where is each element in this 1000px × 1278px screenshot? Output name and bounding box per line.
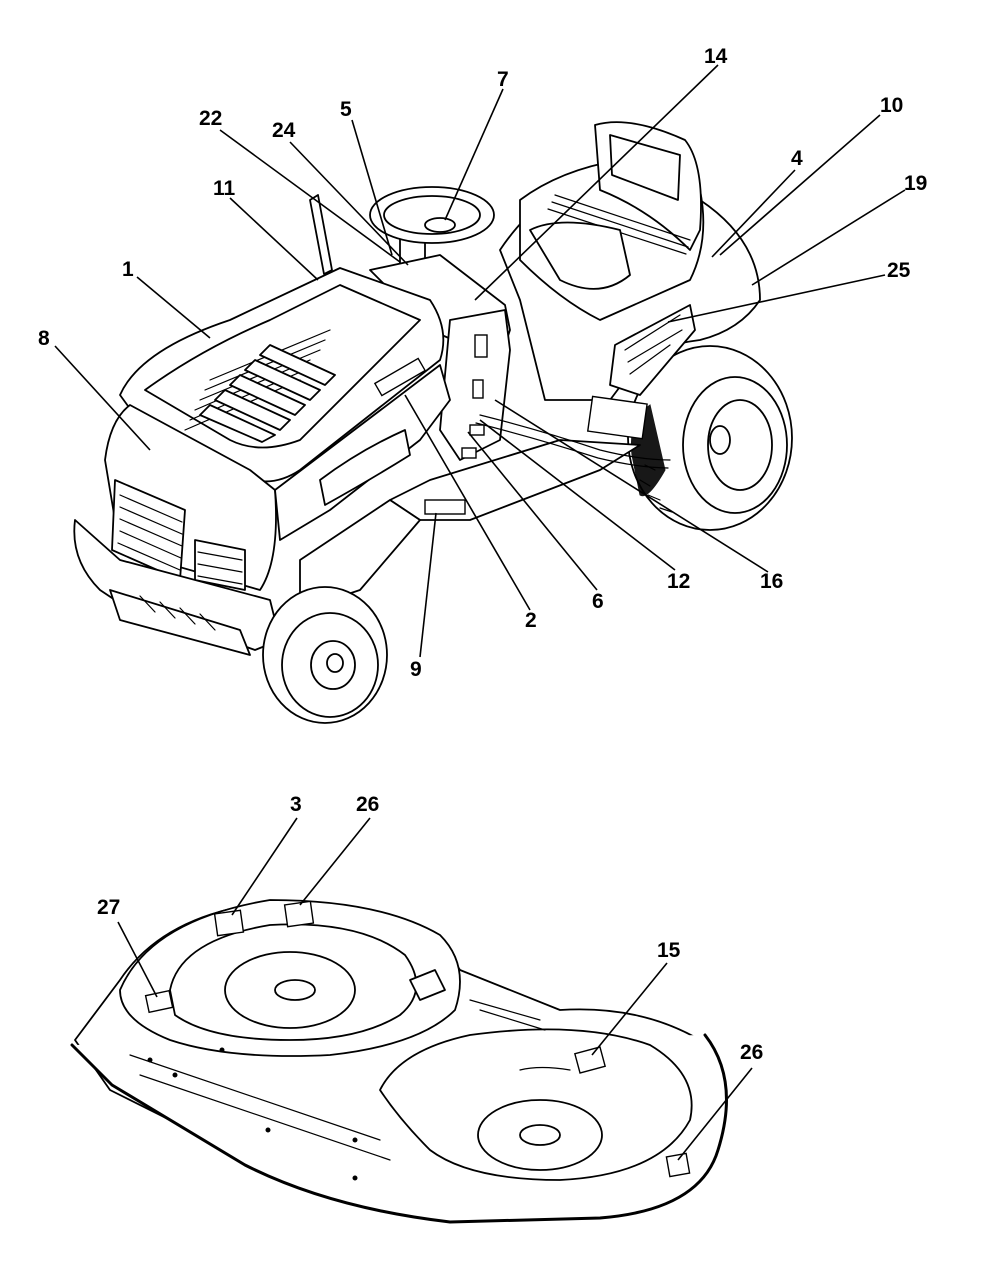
callout-4: 4	[791, 147, 803, 170]
rear-wheel	[627, 345, 793, 531]
seat	[519, 121, 705, 321]
footrest-decal	[424, 499, 466, 515]
deck-decal-26b	[665, 1152, 691, 1178]
callout-11: 11	[213, 177, 236, 200]
deck-decal-27	[144, 989, 174, 1014]
deck-decal-15	[573, 1046, 607, 1074]
callout-6: 6	[592, 590, 604, 613]
cable	[479, 414, 671, 461]
callout-9: 9	[410, 658, 422, 681]
deck-decal-3	[213, 909, 245, 937]
deck-decal-26a	[283, 900, 315, 928]
callout-26-bottom: 26	[740, 1041, 763, 1064]
callout-22: 22	[199, 107, 222, 130]
callout-10: 10	[880, 94, 903, 117]
tractor-illustration	[73, 121, 793, 724]
deck-callouts: 3 26 27 15 26	[97, 793, 763, 1161]
callout-26-top: 26	[356, 793, 379, 816]
callout-7: 7	[497, 68, 509, 91]
callout-24: 24	[272, 119, 296, 142]
steering	[369, 186, 495, 321]
callout-3: 3	[290, 793, 302, 816]
callout-8: 8	[38, 327, 50, 350]
callout-5: 5	[340, 98, 352, 121]
callout-16: 16	[760, 570, 783, 593]
deck-illustration	[70, 899, 728, 1224]
fender-decal	[586, 304, 696, 440]
callout-19: 19	[904, 172, 927, 195]
hood	[104, 267, 451, 591]
callout-14: 14	[704, 45, 728, 68]
lift-lever	[309, 194, 333, 275]
front-wheel	[262, 586, 388, 724]
callout-1: 1	[122, 258, 134, 281]
front-frame	[109, 589, 251, 656]
callout-12: 12	[667, 570, 690, 593]
tractor-callouts: 1 2 4 5 6 7 8 9 10 11 12 14 16 19 22 24	[38, 45, 927, 681]
callout-2: 2	[525, 609, 537, 632]
callout-15: 15	[657, 939, 681, 962]
callout-25: 25	[887, 259, 911, 282]
callout-27: 27	[97, 896, 120, 919]
